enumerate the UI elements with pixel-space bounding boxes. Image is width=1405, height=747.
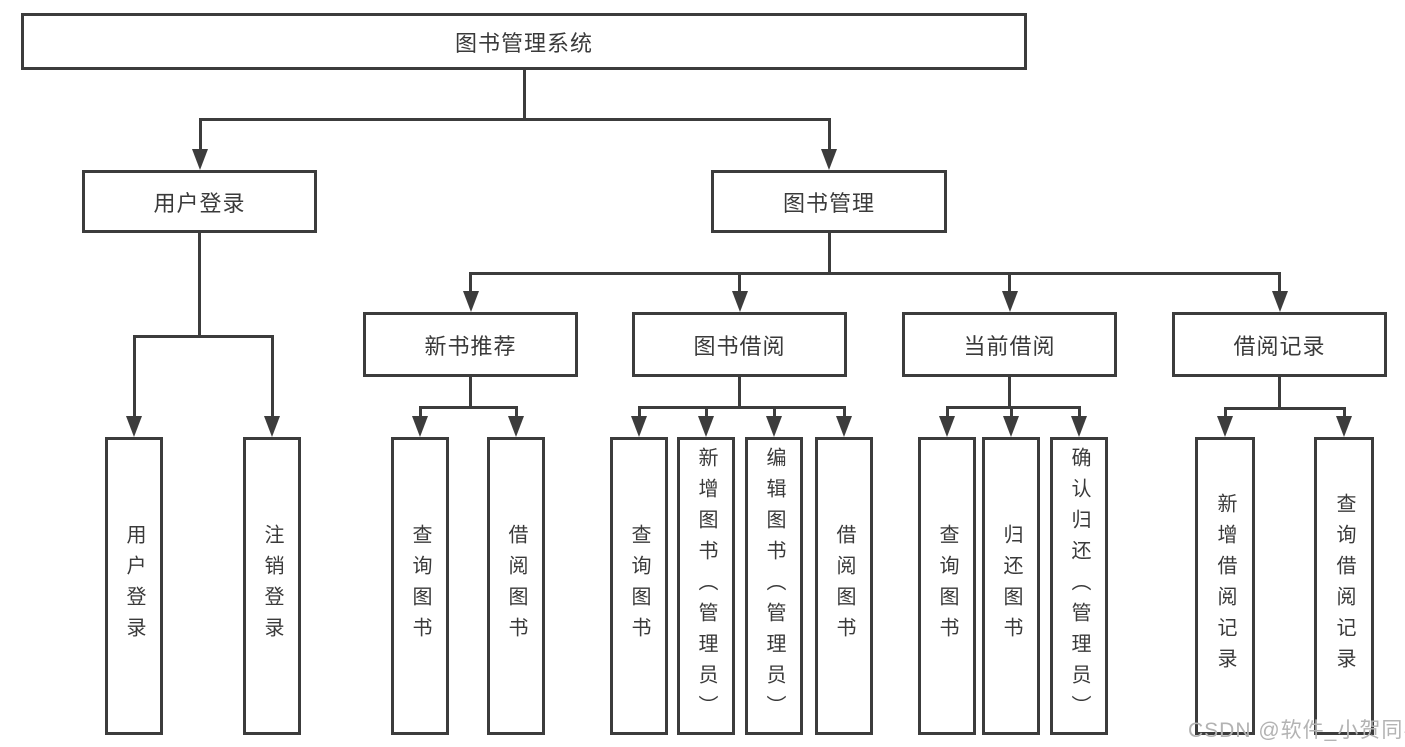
arrowhead-icon	[766, 416, 782, 437]
arrowhead-icon	[1071, 416, 1087, 437]
leaf-records-query-borrow-record-label: 查询借阅记录	[1333, 493, 1355, 679]
leaf-user-login: 用户登录	[105, 437, 163, 735]
node-book-borrowing: 图书借阅	[632, 312, 847, 377]
connector-user-login-shaft-1	[132, 335, 136, 416]
connector-borrowing-shaft-3	[772, 406, 776, 416]
arrowhead-icon	[1003, 416, 1019, 437]
connector-borrowing-shaft-4	[842, 406, 846, 416]
leaf-borrowing-query-book: 查询图书	[610, 437, 668, 735]
leaf-recommend-query-book-label: 查询图书	[409, 524, 431, 648]
leaf-recommend-borrow-book: 借阅图书	[487, 437, 545, 735]
connector-records-shaft-1	[1223, 407, 1227, 416]
connector-book-mgmt-shaft-1	[469, 272, 472, 291]
leaf-borrowing-add-book-admin-label: 新增图书（管理员）	[695, 446, 717, 726]
arrowhead-icon	[126, 416, 142, 437]
connector-book-mgmt-vline	[827, 233, 831, 272]
connector-recommend-vline	[469, 377, 472, 406]
connector-current-hline	[945, 406, 1081, 409]
connector-book-mgmt-shaft-3	[1008, 272, 1011, 291]
arrowhead-icon	[508, 416, 524, 437]
leaf-logout-login: 注销登录	[243, 437, 301, 735]
leaf-borrowing-edit-book-admin: 编辑图书（管理员）	[745, 437, 803, 735]
leaf-recommend-borrow-book-label: 借阅图书	[505, 524, 527, 648]
arrowhead-icon	[1336, 416, 1352, 437]
connector-root-right-shaft	[827, 118, 831, 149]
connector-current-shaft-1	[945, 406, 949, 416]
leaf-records-query-borrow-record: 查询借阅记录	[1314, 437, 1374, 735]
leaf-current-query-book: 查询图书	[918, 437, 976, 735]
node-borrow-records: 借阅记录	[1172, 312, 1387, 377]
arrowhead-icon	[462, 291, 479, 312]
node-book-management: 图书管理	[711, 170, 947, 233]
arrowhead-icon	[264, 416, 280, 437]
connector-current-shaft-2	[1009, 406, 1013, 416]
leaf-records-add-borrow-record: 新增借阅记录	[1195, 437, 1255, 735]
leaf-current-query-book-label: 查询图书	[936, 524, 958, 648]
node-current-borrowing: 当前借阅	[902, 312, 1117, 377]
leaf-borrowing-borrow-book-label: 借阅图书	[833, 524, 855, 648]
node-user-login: 用户登录	[82, 170, 317, 233]
connector-root-vline	[522, 70, 526, 118]
connector-book-mgmt-shaft-4	[1278, 272, 1281, 291]
arrowhead-icon	[698, 416, 714, 437]
leaf-borrowing-query-book-label: 查询图书	[628, 524, 650, 648]
leaf-current-return-book-label: 归还图书	[1000, 524, 1022, 648]
connector-user-login-hline	[132, 335, 274, 338]
connector-root-left-shaft	[198, 118, 202, 149]
connector-book-mgmt-shaft-2	[738, 272, 741, 291]
leaf-recommend-query-book: 查询图书	[391, 437, 449, 735]
leaf-current-confirm-return-admin: 确认归还（管理员）	[1050, 437, 1108, 735]
connector-user-login-vline	[198, 233, 201, 335]
connector-current-shaft-3	[1077, 406, 1081, 416]
arrowhead-icon	[192, 149, 208, 170]
node-library-management-system: 图书管理系统	[21, 13, 1027, 70]
connector-records-shaft-2	[1342, 407, 1346, 416]
arrowhead-icon	[412, 416, 428, 437]
arrowhead-icon	[731, 291, 748, 312]
arrowhead-icon	[631, 416, 647, 437]
connector-recommend-shaft-1	[418, 406, 422, 416]
connector-root-hline	[198, 118, 831, 121]
leaf-user-login-label: 用户登录	[123, 524, 145, 648]
leaf-current-confirm-return-admin-label: 确认归还（管理员）	[1068, 446, 1090, 726]
connector-book-mgmt-hline	[469, 272, 1281, 275]
arrowhead-icon	[1271, 291, 1288, 312]
connector-recommend-shaft-2	[514, 406, 518, 416]
leaf-records-add-borrow-record-label: 新增借阅记录	[1214, 493, 1236, 679]
connector-borrowing-shaft-2	[704, 406, 708, 416]
connector-borrowing-hline	[637, 406, 846, 409]
arrowhead-icon	[1217, 416, 1233, 437]
leaf-borrowing-borrow-book: 借阅图书	[815, 437, 873, 735]
arrowhead-icon	[821, 149, 837, 170]
arrowhead-icon	[939, 416, 955, 437]
leaf-borrowing-add-book-admin: 新增图书（管理员）	[677, 437, 735, 735]
connector-borrowing-shaft-1	[637, 406, 641, 416]
csdn-watermark: CSDN @软件_小贺同学	[1188, 719, 1405, 742]
connector-records-vline	[1278, 377, 1281, 407]
node-new-book-recommend: 新书推荐	[363, 312, 578, 377]
connector-records-hline	[1223, 407, 1346, 410]
connector-borrowing-vline	[738, 377, 741, 406]
leaf-logout-login-label: 注销登录	[261, 524, 283, 648]
leaf-current-return-book: 归还图书	[982, 437, 1040, 735]
leaf-borrowing-edit-book-admin-label: 编辑图书（管理员）	[763, 446, 785, 726]
connector-user-login-shaft-2	[270, 335, 274, 416]
connector-recommend-hline	[418, 406, 518, 409]
arrowhead-icon	[836, 416, 852, 437]
arrowhead-icon	[1001, 291, 1018, 312]
connector-current-vline	[1008, 377, 1011, 406]
